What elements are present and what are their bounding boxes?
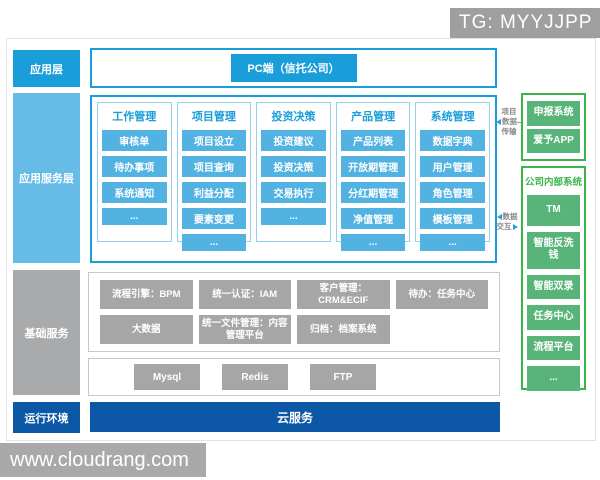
connector-project-data-transfer: 项目 数据 传输 (496, 107, 522, 137)
service-node: 投资决策 (261, 156, 326, 177)
service-node-file-management: 统一文件管理：内容管理平台 (198, 315, 291, 344)
service-node-iam: 统一认证：IAM (198, 280, 291, 309)
internal-node-task-center: 任务中心 (527, 305, 580, 330)
service-node: 净值管理 (340, 208, 406, 229)
service-node: 投资建议 (261, 130, 326, 151)
service-node: ... (181, 234, 247, 251)
left-arrow-icon (496, 214, 502, 221)
connector-line: 传输 (501, 127, 517, 137)
service-node: 项目查询 (181, 156, 247, 177)
left-arrow-icon (496, 119, 501, 126)
service-node: 项目设立 (181, 130, 247, 151)
service-node: 角色管理 (420, 182, 485, 203)
cloud-services-bar: 云服务 (90, 402, 500, 432)
column-project-management: 项目管理 项目设立 项目查询 利益分配 要素变更 ... (176, 102, 252, 251)
service-node: ... (261, 208, 326, 225)
db-node-mysql: Mysql (134, 364, 200, 390)
connector-line: 项目 (501, 107, 517, 116)
connector-line: 数据 (502, 117, 517, 127)
application-service-layer-box: 工作管理 审核单 待办事项 系统通知 ... 项目管理 项目设立 项目查询 利益… (90, 95, 497, 263)
service-node: 交易执行 (261, 182, 326, 203)
service-node-bigdata: 大数据 (100, 315, 193, 344)
external-systems-box: 申报系统 爱予APP (521, 93, 586, 161)
service-node-todo: 待办：任务中心 (395, 280, 488, 309)
internal-node-dual-record: 智能双录 (527, 274, 580, 299)
service-node: 待办事项 (102, 156, 167, 177)
column-investment-decision: 投资决策 投资建议 投资决策 交易执行 ... (256, 102, 331, 242)
connector-line: 数据 (502, 212, 518, 221)
internal-systems-title: 公司内部系统 (525, 177, 583, 188)
column-system-management: 系统管理 数据字典 用户管理 角色管理 模板管理 ... (415, 102, 490, 251)
service-node: 利益分配 (181, 182, 247, 203)
service-node: 开放期管理 (340, 156, 406, 177)
layer-label-application-service: 应用服务层 (13, 93, 80, 263)
service-node: ... (340, 234, 406, 251)
service-node: 模板管理 (420, 208, 485, 229)
internal-systems-box: 公司内部系统 TM 智能反洗钱 智能双录 任务中心 流程平台 ... (521, 166, 586, 391)
tg-badge: TG: MYYJJPP (450, 8, 600, 38)
layer-label-application: 应用层 (13, 50, 80, 87)
application-layer-box: PC端（信托公司） (90, 48, 497, 88)
db-node-redis: Redis (222, 364, 288, 390)
service-node: 审核单 (102, 130, 167, 151)
database-box: Mysql Redis FTP (88, 358, 500, 396)
service-node-crm: 客户管理：CRM&ECIF (297, 280, 390, 309)
connector-line: 交互 (496, 222, 512, 232)
column-title: 产品管理 (351, 111, 396, 123)
column-title: 系统管理 (430, 111, 475, 123)
layer-label-runtime: 运行环境 (13, 402, 80, 433)
service-node: 分红期管理 (340, 182, 406, 203)
column-work-management: 工作管理 审核单 待办事项 系统通知 ... (97, 102, 172, 242)
service-node: 要素变更 (181, 208, 247, 229)
layer-label-basic-services: 基础服务 (13, 270, 80, 395)
external-node-app: 爱予APP (527, 128, 580, 153)
db-node-ftp: FTP (310, 364, 376, 390)
diagram-frame (6, 38, 596, 441)
column-product-management: 产品管理 产品列表 开放期管理 分红期管理 净值管理 ... (335, 102, 411, 251)
service-node: ... (102, 208, 167, 225)
pc-client-node: PC端（信托公司） (230, 54, 357, 82)
basic-services-box: 流程引擎：BPM 统一认证：IAM 客户管理：CRM&ECIF 待办：任务中心 … (88, 272, 500, 352)
column-title: 项目管理 (191, 111, 236, 123)
service-node-bpm: 流程引擎：BPM (100, 280, 193, 309)
watermark: www.cloudrang.com (0, 443, 206, 477)
service-node: 用户管理 (420, 156, 485, 177)
internal-node-tm: TM (527, 195, 580, 226)
connector-dash (517, 121, 522, 123)
service-node: 系统通知 (102, 182, 167, 203)
right-arrow-icon (512, 224, 518, 231)
column-title: 工作管理 (112, 111, 157, 123)
service-node: 数据字典 (420, 130, 485, 151)
connector-data-interaction: 数据 交互 (494, 212, 520, 232)
internal-node-aml: 智能反洗钱 (527, 231, 580, 269)
external-node-reporting: 申报系统 (527, 101, 580, 126)
service-node-archive: 归档：档案系统 (297, 315, 390, 344)
column-title: 投资决策 (271, 111, 316, 123)
service-node: ... (420, 234, 485, 251)
internal-node-more: ... (527, 366, 580, 391)
service-node: 产品列表 (340, 130, 406, 151)
internal-node-process-platform: 流程平台 (527, 335, 580, 360)
